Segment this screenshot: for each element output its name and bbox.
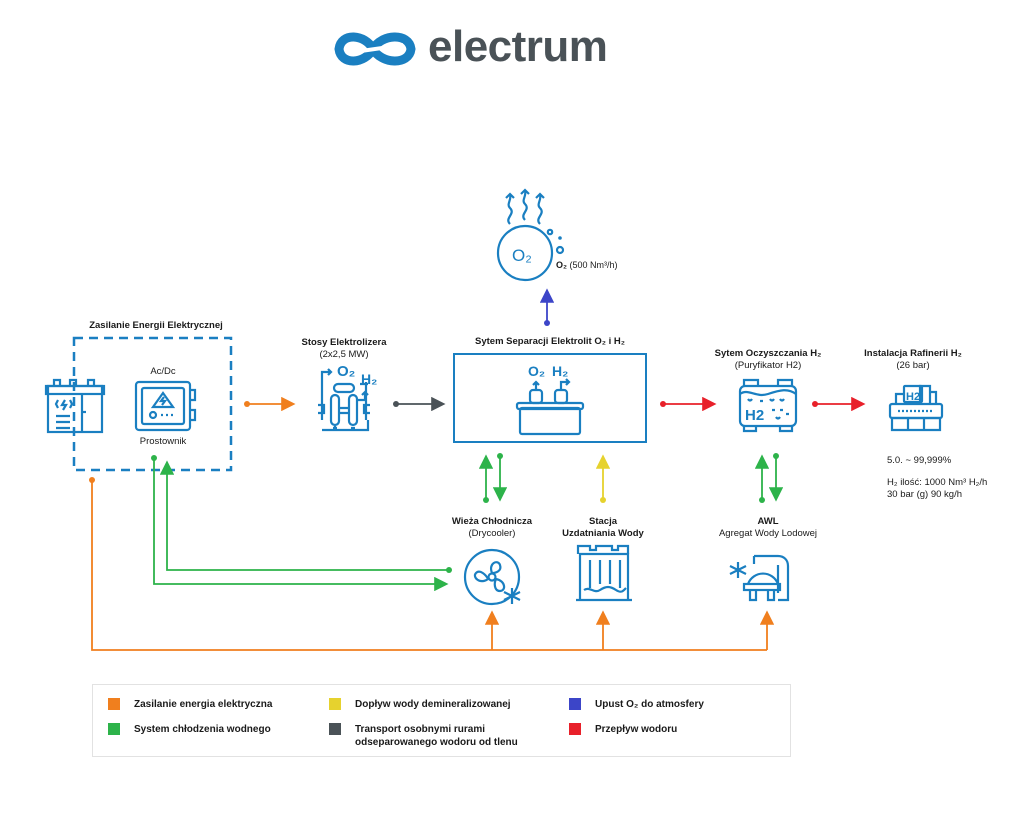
power-supply-boundary bbox=[72, 336, 233, 472]
separation-title: Sytem Separacji Elektrolit O₂ i H₂ bbox=[475, 336, 625, 347]
brand-name: electrum bbox=[428, 22, 608, 71]
refinery-amount: H₂ ilość: 1000 Nm³ H₂/h bbox=[887, 477, 988, 488]
gas-transport-flow-dot bbox=[393, 401, 399, 407]
legend-label: Zasilanie energia elektryczna bbox=[134, 699, 273, 710]
refinery-label: Instalacja Rafinerii H₂ (26 bar) bbox=[858, 348, 968, 372]
legend-swatch bbox=[108, 698, 120, 710]
drycooler-title: Wieża Chłodnicza bbox=[451, 516, 533, 527]
legend-label: System chłodzenia wodnego bbox=[134, 724, 271, 735]
separator-h2-label: H₂ bbox=[552, 363, 568, 379]
demin-water-flow-dot bbox=[600, 497, 606, 503]
hydrogen-flow-dot bbox=[812, 401, 818, 407]
refinery-purity: 5.0. ~ 99,999% bbox=[887, 455, 952, 466]
legend-item-hydrogen: Przepływ wodoru bbox=[569, 723, 677, 736]
o2-bubble-icon bbox=[558, 236, 562, 240]
separation-system-box bbox=[453, 353, 647, 443]
purification-subtitle: (Puryfikator H2) bbox=[734, 360, 802, 371]
refinery-icon bbox=[888, 384, 944, 432]
cooling-flow-dot bbox=[773, 453, 779, 459]
separator-tank-icon bbox=[515, 378, 585, 436]
purification-label: Sytem Oczyszczania H₂ (Puryfikator H2) bbox=[708, 348, 828, 372]
cooling-flow-dot bbox=[497, 453, 503, 459]
power-flow-start-dot bbox=[89, 477, 95, 483]
cooling-flow-dot bbox=[483, 497, 489, 503]
separator-o2-label: O₂ bbox=[528, 363, 545, 379]
legend-item-o2-vent: Upust O₂ do atmosfery bbox=[569, 698, 704, 711]
separation-label: Sytem Separacji Elektrolit O₂ i H₂ bbox=[454, 336, 646, 348]
legend-item-power: Zasilanie energia elektryczna bbox=[108, 698, 272, 711]
water-station-label: Stacja Uzdatniania Wody bbox=[553, 516, 653, 540]
electrum-logo-icon bbox=[334, 32, 416, 66]
cooling-flow-dot bbox=[759, 497, 765, 503]
chiller-icon bbox=[729, 554, 790, 602]
drycooler-fan-icon bbox=[463, 548, 521, 606]
legend-swatch bbox=[108, 723, 120, 735]
drycooler-label: Wieża Chłodnicza (Drycooler) bbox=[442, 516, 542, 540]
o2-output-label: O₂ (500 Nm³/h) bbox=[556, 260, 618, 270]
refinery-subtitle: (26 bar) bbox=[896, 360, 930, 371]
stacks-h2-label: H₂ bbox=[361, 371, 377, 387]
legend-label: Dopływ wody demineralizowanej bbox=[355, 699, 511, 710]
legend-item-demin-water: Dopływ wody demineralizowanej bbox=[329, 698, 511, 711]
electrolyzer-stacks-icon bbox=[318, 368, 370, 432]
legend-label: Przepływ wodoru bbox=[595, 724, 678, 735]
rectifier-icon bbox=[134, 380, 197, 432]
awl-subtitle: Agregat Wody Lodowej bbox=[718, 528, 818, 539]
o2-release-icon bbox=[496, 188, 565, 282]
refinery-h2-label: H2 bbox=[906, 391, 920, 403]
o2-icon-label: O₂ bbox=[512, 246, 532, 265]
awl-label: AWL Agregat Wody Lodowej bbox=[708, 516, 828, 540]
legend-item-cooling: System chłodzenia wodnego bbox=[108, 723, 271, 736]
o2-vent-flow-dot bbox=[544, 320, 550, 326]
stacks-o2-label: O₂ bbox=[337, 363, 355, 380]
battery-icon bbox=[44, 378, 106, 434]
power-flow-lines bbox=[91, 396, 775, 651]
power-flow-start-dot bbox=[244, 401, 250, 407]
refinery-pressure: 30 bar (g) 90 kg/h bbox=[887, 489, 962, 500]
water-treatment-icon bbox=[576, 544, 632, 602]
purifier-icon bbox=[738, 378, 798, 433]
purification-title: Sytem Oczyszczania H₂ bbox=[714, 348, 822, 359]
rectifier-top-label: Ac/Dc bbox=[150, 366, 176, 377]
legend-swatch bbox=[329, 723, 341, 735]
stacks-subtitle: (2x2,5 MW) bbox=[319, 349, 369, 360]
legend-label: Upust O₂ do atmosfery bbox=[595, 699, 704, 710]
stacks-label: Stosy Elektrolizera (2x2,5 MW) bbox=[294, 337, 394, 361]
drycooler-subtitle: (Drycooler) bbox=[468, 528, 516, 539]
legend-swatch bbox=[569, 698, 581, 710]
legend-swatch bbox=[329, 698, 341, 710]
legend-swatch bbox=[569, 723, 581, 735]
cooling-flow-lines bbox=[153, 454, 784, 592]
power-supply-title: Zasilanie Energii Elektrycznej bbox=[89, 320, 223, 331]
cooling-flow-dot bbox=[446, 567, 452, 573]
awl-title: AWL bbox=[757, 516, 779, 527]
purifier-h2-label: H2 bbox=[745, 407, 764, 424]
stacks-title: Stosy Elektrolizera bbox=[301, 337, 387, 348]
water-station-title-1: Stacja bbox=[589, 516, 617, 527]
rectifier-bottom-label: Prostownik bbox=[139, 436, 187, 447]
refinery-title: Instalacja Rafinerii H₂ bbox=[864, 348, 962, 359]
hydrogen-flow-dot bbox=[660, 401, 666, 407]
water-station-title-2: Uzdatniania Wody bbox=[562, 528, 644, 539]
cooling-flow-dot bbox=[151, 455, 157, 461]
legend: Zasilanie energia elektryczna System chł… bbox=[92, 684, 791, 757]
